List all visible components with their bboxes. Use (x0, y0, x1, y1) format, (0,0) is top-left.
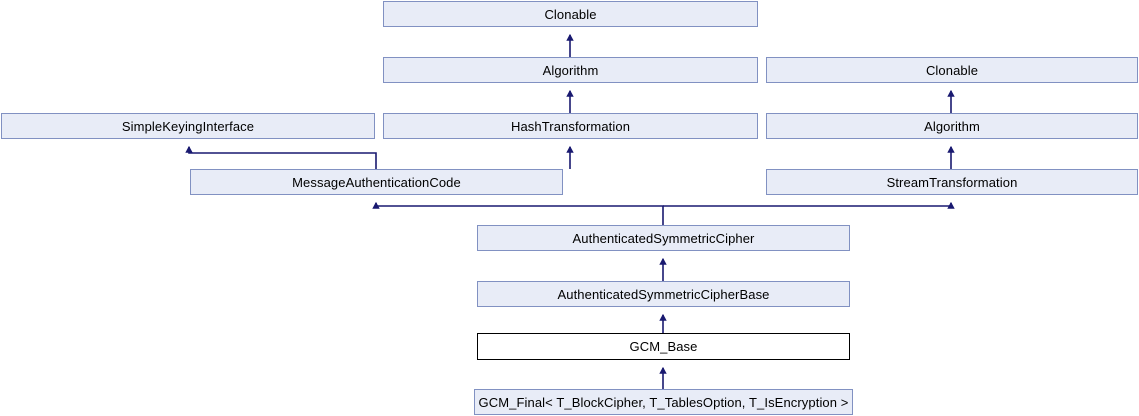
node-algorithm-right[interactable]: Algorithm (766, 113, 1138, 139)
node-label: Clonable (544, 6, 597, 22)
node-label: SimpleKeyingInterface (121, 118, 255, 134)
node-authenticatedsymmetriccipher[interactable]: AuthenticatedSymmetricCipher (477, 225, 850, 251)
node-hashtransformation[interactable]: HashTransformation (383, 113, 758, 139)
node-simplekeyinginterface[interactable]: SimpleKeyingInterface (1, 113, 375, 139)
node-label: AuthenticatedSymmetricCipherBase (557, 286, 770, 302)
node-label: HashTransformation (510, 118, 631, 134)
node-streamtransformation[interactable]: StreamTransformation (766, 169, 1138, 195)
edge-asc-to-streamtransformation (663, 201, 955, 209)
node-label: MessageAuthenticationCode (292, 174, 461, 190)
node-messageauthenticationcode[interactable]: MessageAuthenticationCode (190, 169, 563, 195)
node-clonable-top[interactable]: Clonable (383, 1, 758, 27)
node-label: StreamTransformation (886, 174, 1018, 190)
node-label: GCM_Base (629, 339, 698, 354)
node-gcm-base[interactable]: GCM_Base (477, 333, 850, 360)
node-authenticatedsymmetriccipherbase[interactable]: AuthenticatedSymmetricCipherBase (477, 281, 850, 307)
edge-asc-to-mac (372, 201, 664, 225)
node-clonable-right[interactable]: Clonable (766, 57, 1138, 83)
node-label: Clonable (925, 62, 979, 78)
node-algorithm-left[interactable]: Algorithm (383, 57, 758, 83)
edge-mac-to-simplekeyinginterface (185, 145, 377, 169)
node-gcm-final[interactable]: GCM_Final< T_BlockCipher, T_TablesOption… (474, 389, 853, 415)
node-label: GCM_Final< T_BlockCipher, T_TablesOption… (478, 394, 849, 410)
node-label: Algorithm (924, 118, 980, 134)
node-label: AuthenticatedSymmetricCipher (572, 230, 755, 246)
node-label: Algorithm (542, 62, 599, 78)
